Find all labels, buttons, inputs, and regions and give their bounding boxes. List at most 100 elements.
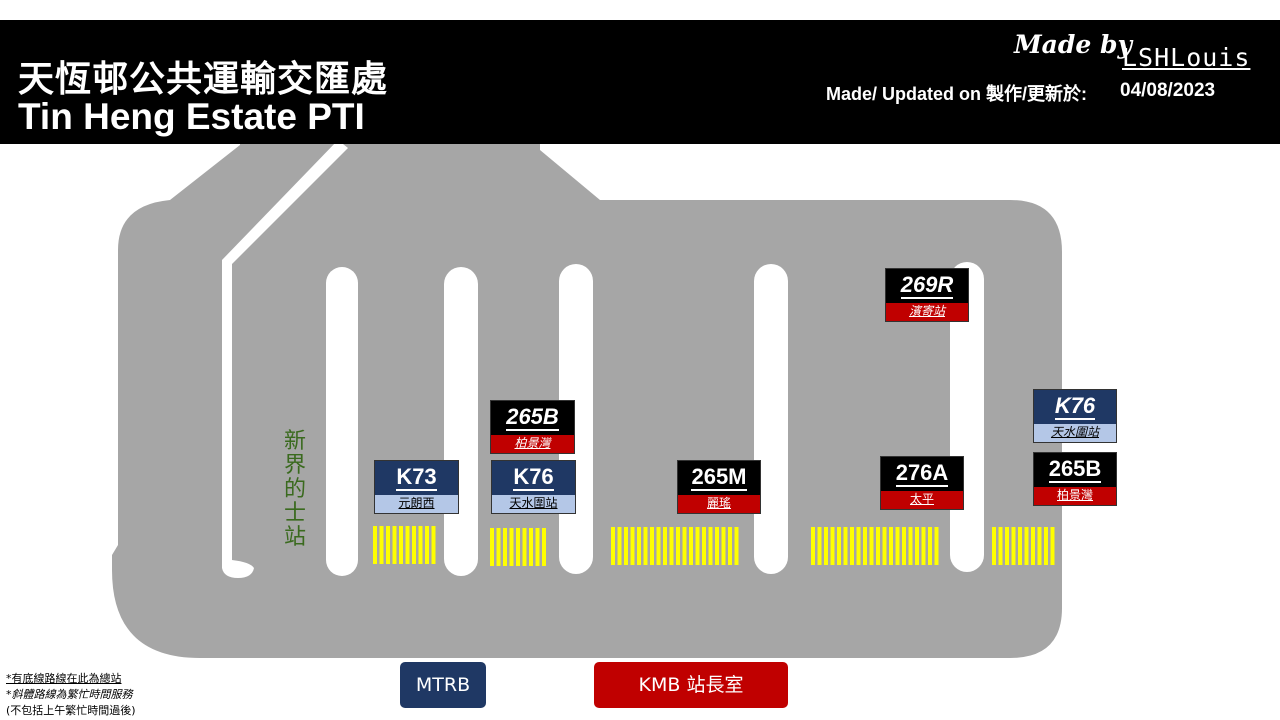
route-board-269r[interactable]: 269R 濱寄站 <box>885 268 969 322</box>
yellow-hatch-5 <box>1037 527 1042 565</box>
yellow-hatch-5 <box>1031 527 1035 565</box>
yellow-hatch-4 <box>889 527 893 565</box>
yellow-hatch-4 <box>843 527 848 565</box>
route-board-k76-b[interactable]: K76 天水圍站 <box>1033 389 1117 443</box>
yellow-hatch-3 <box>611 527 615 565</box>
yellow-hatch-5 <box>1005 527 1009 565</box>
yellow-hatch-3 <box>650 527 654 565</box>
yellow-hatch-3 <box>637 527 641 565</box>
yellow-hatch-1 <box>405 526 410 564</box>
yellow-hatch-5 <box>992 527 996 565</box>
route-number: 265B <box>1048 456 1102 483</box>
yellow-hatch-2 <box>503 528 507 566</box>
yellow-hatch-3 <box>617 527 622 565</box>
yellow-hatch-4 <box>915 527 919 565</box>
updated-label: Made/ Updated on 製作/更新於: <box>826 84 1087 104</box>
island-1 <box>326 267 358 576</box>
route-number: K76 <box>513 464 554 491</box>
route-number: K76 <box>1054 393 1096 420</box>
yellow-hatch-1 <box>373 526 377 564</box>
island-4 <box>754 264 788 574</box>
yellow-hatch-1 <box>431 526 436 564</box>
route-destination: 元朗西 <box>375 495 458 513</box>
yellow-hatch-2 <box>496 528 501 566</box>
route-destination: 天水圍站 <box>492 495 575 513</box>
yellow-hatch-5 <box>1044 527 1048 565</box>
author-signature: LSHLouis <box>1122 43 1251 72</box>
yellow-hatch-4 <box>869 527 874 565</box>
yellow-hatch-3 <box>734 527 739 565</box>
yellow-hatch-4 <box>902 527 906 565</box>
yellow-hatch-3 <box>721 527 726 565</box>
mtrb-office[interactable]: MTRB <box>400 662 486 708</box>
yellow-hatch-5 <box>998 527 1003 565</box>
yellow-hatch-3 <box>715 527 719 565</box>
route-destination: 太平 <box>881 491 963 509</box>
yellow-hatch-1 <box>412 526 416 564</box>
yellow-hatch-2 <box>542 528 546 566</box>
route-number: 265B <box>506 404 559 431</box>
yellow-hatch-4 <box>934 527 939 565</box>
yellow-hatch-3 <box>643 527 648 565</box>
yellow-hatch-4 <box>824 527 828 565</box>
yellow-hatch-1 <box>425 526 429 564</box>
route-destination: 天水圍站 <box>1034 424 1116 442</box>
route-destination: 柏景灣 <box>491 435 574 453</box>
route-number: K73 <box>396 464 437 491</box>
route-board-276a[interactable]: 276A 太平 <box>880 456 964 510</box>
yellow-hatch-4 <box>882 527 887 565</box>
yellow-hatch-1 <box>399 526 403 564</box>
yellow-markings <box>373 526 1055 566</box>
island-2 <box>444 267 478 576</box>
route-board-265b-a[interactable]: 265B 柏景灣 <box>490 400 575 454</box>
yellow-hatch-3 <box>702 527 706 565</box>
yellow-hatch-3 <box>728 527 732 565</box>
yellow-hatch-2 <box>490 528 494 566</box>
taxi-stand-label: 新界的士站 <box>283 429 306 550</box>
yellow-hatch-3 <box>663 527 667 565</box>
yellow-hatch-1 <box>418 526 423 564</box>
route-destination: 麗瑤 <box>678 495 760 513</box>
yellow-hatch-4 <box>817 527 822 565</box>
yellow-hatch-4 <box>908 527 913 565</box>
yellow-hatch-3 <box>630 527 635 565</box>
kmb-station-office[interactable]: KMB 站長室 <box>594 662 788 708</box>
yellow-hatch-5 <box>1011 527 1016 565</box>
route-number: 269R <box>900 272 954 299</box>
yellow-hatch-5 <box>1018 527 1022 565</box>
yellow-hatch-2 <box>522 528 527 566</box>
route-board-k76-a[interactable]: K76 天水圍站 <box>491 460 576 514</box>
yellow-hatch-2 <box>509 528 514 566</box>
yellow-hatch-4 <box>850 527 854 565</box>
route-destination: 濱寄站 <box>886 303 968 321</box>
yellow-hatch-3 <box>682 527 687 565</box>
note-peak-service: *斜體路線為繁忙時間服務 <box>6 688 133 701</box>
yellow-hatch-3 <box>676 527 680 565</box>
yellow-hatch-1 <box>379 526 384 564</box>
yellow-hatch-4 <box>876 527 880 565</box>
page-title-zh: 天恆邨公共運輸交匯處 <box>18 59 389 100</box>
route-board-k73[interactable]: K73 元朗西 <box>374 460 459 514</box>
note-exclusion: (不包括上午繁忙時間過後) <box>6 704 136 717</box>
route-number: 265M <box>691 464 747 491</box>
yellow-hatch-1 <box>392 526 397 564</box>
route-number: 276A <box>895 460 949 487</box>
updated-date: 04/08/2023 <box>1120 80 1216 101</box>
yellow-hatch-4 <box>811 527 815 565</box>
yellow-hatch-2 <box>516 528 520 566</box>
yellow-hatch-3 <box>624 527 628 565</box>
yellow-hatch-1 <box>386 526 390 564</box>
yellow-hatch-3 <box>708 527 713 565</box>
yellow-hatch-3 <box>656 527 661 565</box>
yellow-hatch-4 <box>921 527 926 565</box>
yellow-hatch-4 <box>863 527 867 565</box>
route-board-265b-b[interactable]: 265B 柏景灣 <box>1033 452 1117 506</box>
yellow-hatch-4 <box>830 527 835 565</box>
header-bar: 天恆邨公共運輸交匯處 Tin Heng Estate PTI Made by L… <box>0 20 1280 144</box>
yellow-hatch-3 <box>695 527 700 565</box>
note-terminus: *有底線路線在此為總站 <box>6 672 122 685</box>
route-destination: 柏景灣 <box>1034 487 1116 505</box>
made-by-label: Made by <box>1014 30 1132 59</box>
route-board-265m[interactable]: 265M 麗瑤 <box>677 460 761 514</box>
